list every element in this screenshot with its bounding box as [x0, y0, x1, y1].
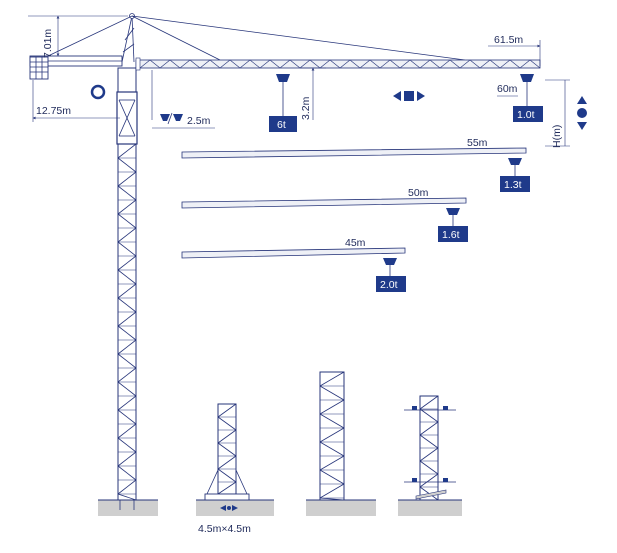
max-load-box: [269, 116, 297, 132]
base-variant-climbing: [306, 371, 376, 516]
counter-jib-tie: [47, 15, 133, 57]
max-radius-label: 61.5m: [494, 34, 523, 46]
dim-counter-length: 12.75m: [32, 80, 120, 122]
trolley-speed-label: 2.5m: [187, 115, 211, 127]
dim-height: H(m): [545, 79, 587, 148]
tower-head: [121, 13, 135, 63]
base-variant-internal: [398, 395, 462, 516]
main-jib: [135, 57, 541, 71]
slew-arrows-icon: [393, 91, 425, 101]
hook-drop-label: 3.2m: [300, 96, 312, 120]
base-variant-fixed: 4.5m×4.5m: [196, 403, 274, 535]
load-box-2t: [376, 276, 406, 292]
trolley-icon: [160, 112, 183, 125]
dim-trolley: 2.5m: [151, 70, 215, 129]
base-size-label: 4.5m×4.5m: [198, 523, 251, 535]
radius-60m-label: 60m: [497, 83, 518, 95]
radius-50m-label: 50m: [408, 187, 429, 199]
crane-base: [98, 499, 158, 516]
jib-tie-mid: [131, 15, 221, 61]
counter-length-label: 12.75m: [36, 105, 71, 117]
load-1_6t-label: 1.6t: [442, 229, 460, 241]
capacity-55m: 55m 1.3t: [181, 137, 530, 192]
capacity-60m: 60m 1.0t: [497, 74, 543, 122]
load-2t-label: 2.0t: [380, 279, 398, 291]
capacity-45m: 45m 2.0t: [181, 237, 406, 292]
load-box-1_3t: [500, 176, 530, 192]
load-box-1t: [513, 106, 543, 122]
counter-height-label: 7.01m: [42, 29, 54, 58]
load-1_3t-label: 1.3t: [504, 179, 522, 191]
counterweight: [29, 56, 49, 80]
dim-max-radius: 61.5m: [488, 34, 541, 66]
max-load-hook: 6t: [269, 74, 297, 132]
radius-45m-label: 45m: [345, 237, 366, 249]
dim-hook-drop: 3.2m: [300, 67, 326, 120]
counter-jib: [29, 55, 123, 80]
max-load-label: 6t: [277, 119, 286, 131]
main-crane: [29, 13, 541, 516]
capacity-50m: 50m 1.6t: [181, 187, 468, 242]
radius-55m-label: 55m: [467, 137, 488, 149]
jib-tie-front: [131, 15, 466, 61]
load-box-1_6t: [438, 226, 468, 242]
dim-counter-height: 7.01m: [28, 15, 128, 58]
ring-icon: [90, 84, 106, 100]
height-label: H(m): [551, 125, 563, 148]
hoist-arrows-icon: [577, 96, 587, 130]
load-1t-label: 1.0t: [517, 109, 535, 121]
